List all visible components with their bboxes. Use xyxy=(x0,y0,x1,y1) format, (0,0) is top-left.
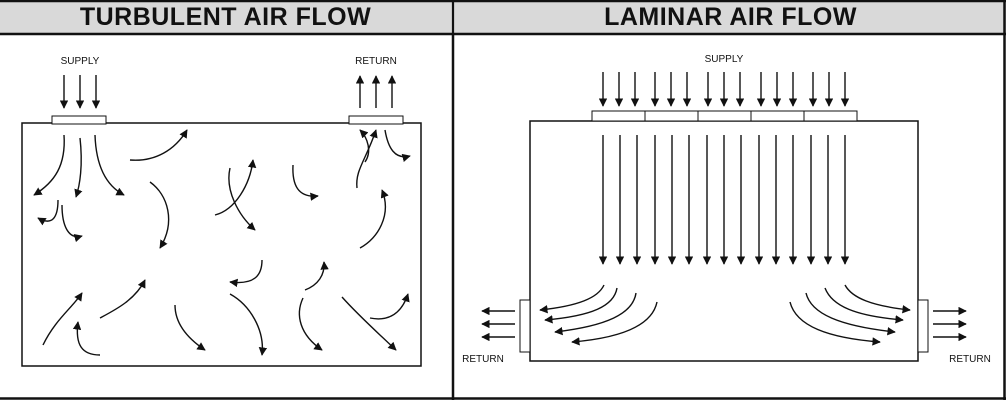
laminar-right-curved-arrows xyxy=(789,284,911,346)
laminar-room xyxy=(519,110,929,362)
laminar-left-curved-arrows xyxy=(539,284,658,346)
turbulent-return-label: RETURN xyxy=(355,56,397,67)
turbulent-supply-diffuser xyxy=(51,115,107,125)
turbulent-return-grille xyxy=(348,115,404,125)
laminar-supply-arrows xyxy=(598,72,850,107)
laminar-return-grille-right xyxy=(917,299,929,353)
laminar-panel-title: LAMINAR AIR FLOW xyxy=(455,0,1006,34)
turbulent-room xyxy=(21,115,422,367)
turbulent-flow-arrows xyxy=(33,129,411,356)
turbulent-return-arrows xyxy=(355,75,397,108)
laminar-supply-label: SUPPLY xyxy=(705,54,744,65)
laminar-return-right-arrows xyxy=(933,306,967,342)
turbulent-supply-label: SUPPLY xyxy=(61,56,100,67)
laminar-return-left-label: RETURN xyxy=(462,354,504,365)
laminar-return-right-label: RETURN xyxy=(949,354,991,365)
turbulent-supply-arrows xyxy=(59,75,101,109)
laminar-return-grille-left xyxy=(519,299,531,353)
laminar-supply-diffuser xyxy=(591,110,858,122)
laminar-return-left-arrows xyxy=(481,306,515,342)
turbulent-panel-title: TURBULENT AIR FLOW xyxy=(0,0,451,34)
laminar-downflow-arrows xyxy=(598,135,850,265)
